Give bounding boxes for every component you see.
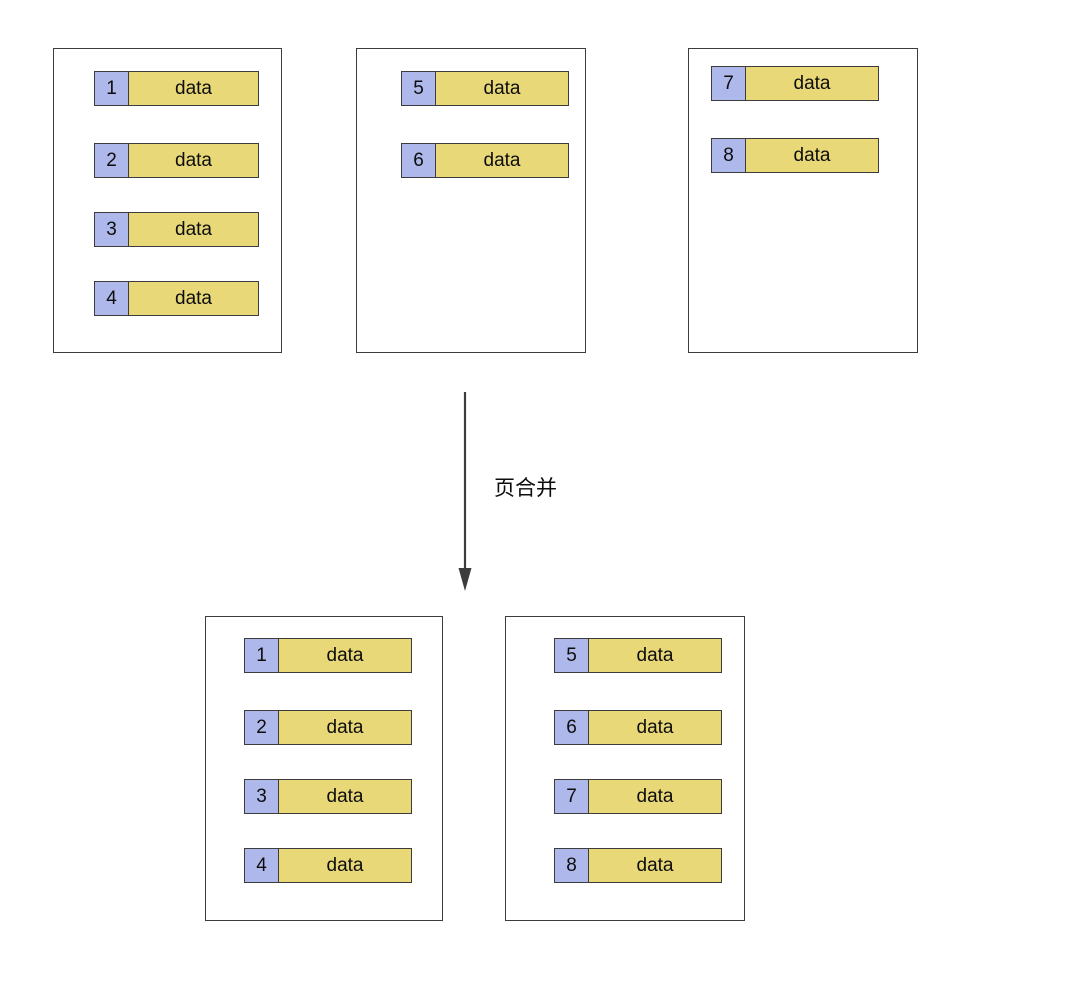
record-key-cell: 5 [554,638,589,673]
record-data-cell: data [436,71,569,106]
record-key-cell: 5 [401,71,436,106]
down-arrow-icon [458,392,472,591]
record-data-cell: data [129,143,259,178]
record-key-cell: 7 [554,779,589,814]
record-data-cell: data [589,638,722,673]
record-data-cell: data [746,66,879,101]
record-data-cell: data [279,779,412,814]
record-data-cell: data [746,138,879,173]
record-key-cell: 1 [244,638,279,673]
record-key-cell: 2 [94,143,129,178]
record-key-cell: 3 [94,212,129,247]
merge-label: 页合并 [494,476,557,500]
record-key-cell: 7 [711,66,746,101]
record-data-cell: data [129,212,259,247]
record-key-cell: 3 [244,779,279,814]
record-key-cell: 4 [244,848,279,883]
record-key-cell: 2 [244,710,279,745]
merge-arrow [458,392,474,592]
record-data-cell: data [436,143,569,178]
record-data-cell: data [279,638,412,673]
record-data-cell: data [279,848,412,883]
record-data-cell: data [589,848,722,883]
record-key-cell: 6 [554,710,589,745]
record-data-cell: data [589,779,722,814]
record-data-cell: data [279,710,412,745]
record-key-cell: 6 [401,143,436,178]
record-data-cell: data [129,71,259,106]
record-data-cell: data [129,281,259,316]
record-key-cell: 8 [554,848,589,883]
record-key-cell: 8 [711,138,746,173]
record-data-cell: data [589,710,722,745]
record-key-cell: 1 [94,71,129,106]
record-key-cell: 4 [94,281,129,316]
